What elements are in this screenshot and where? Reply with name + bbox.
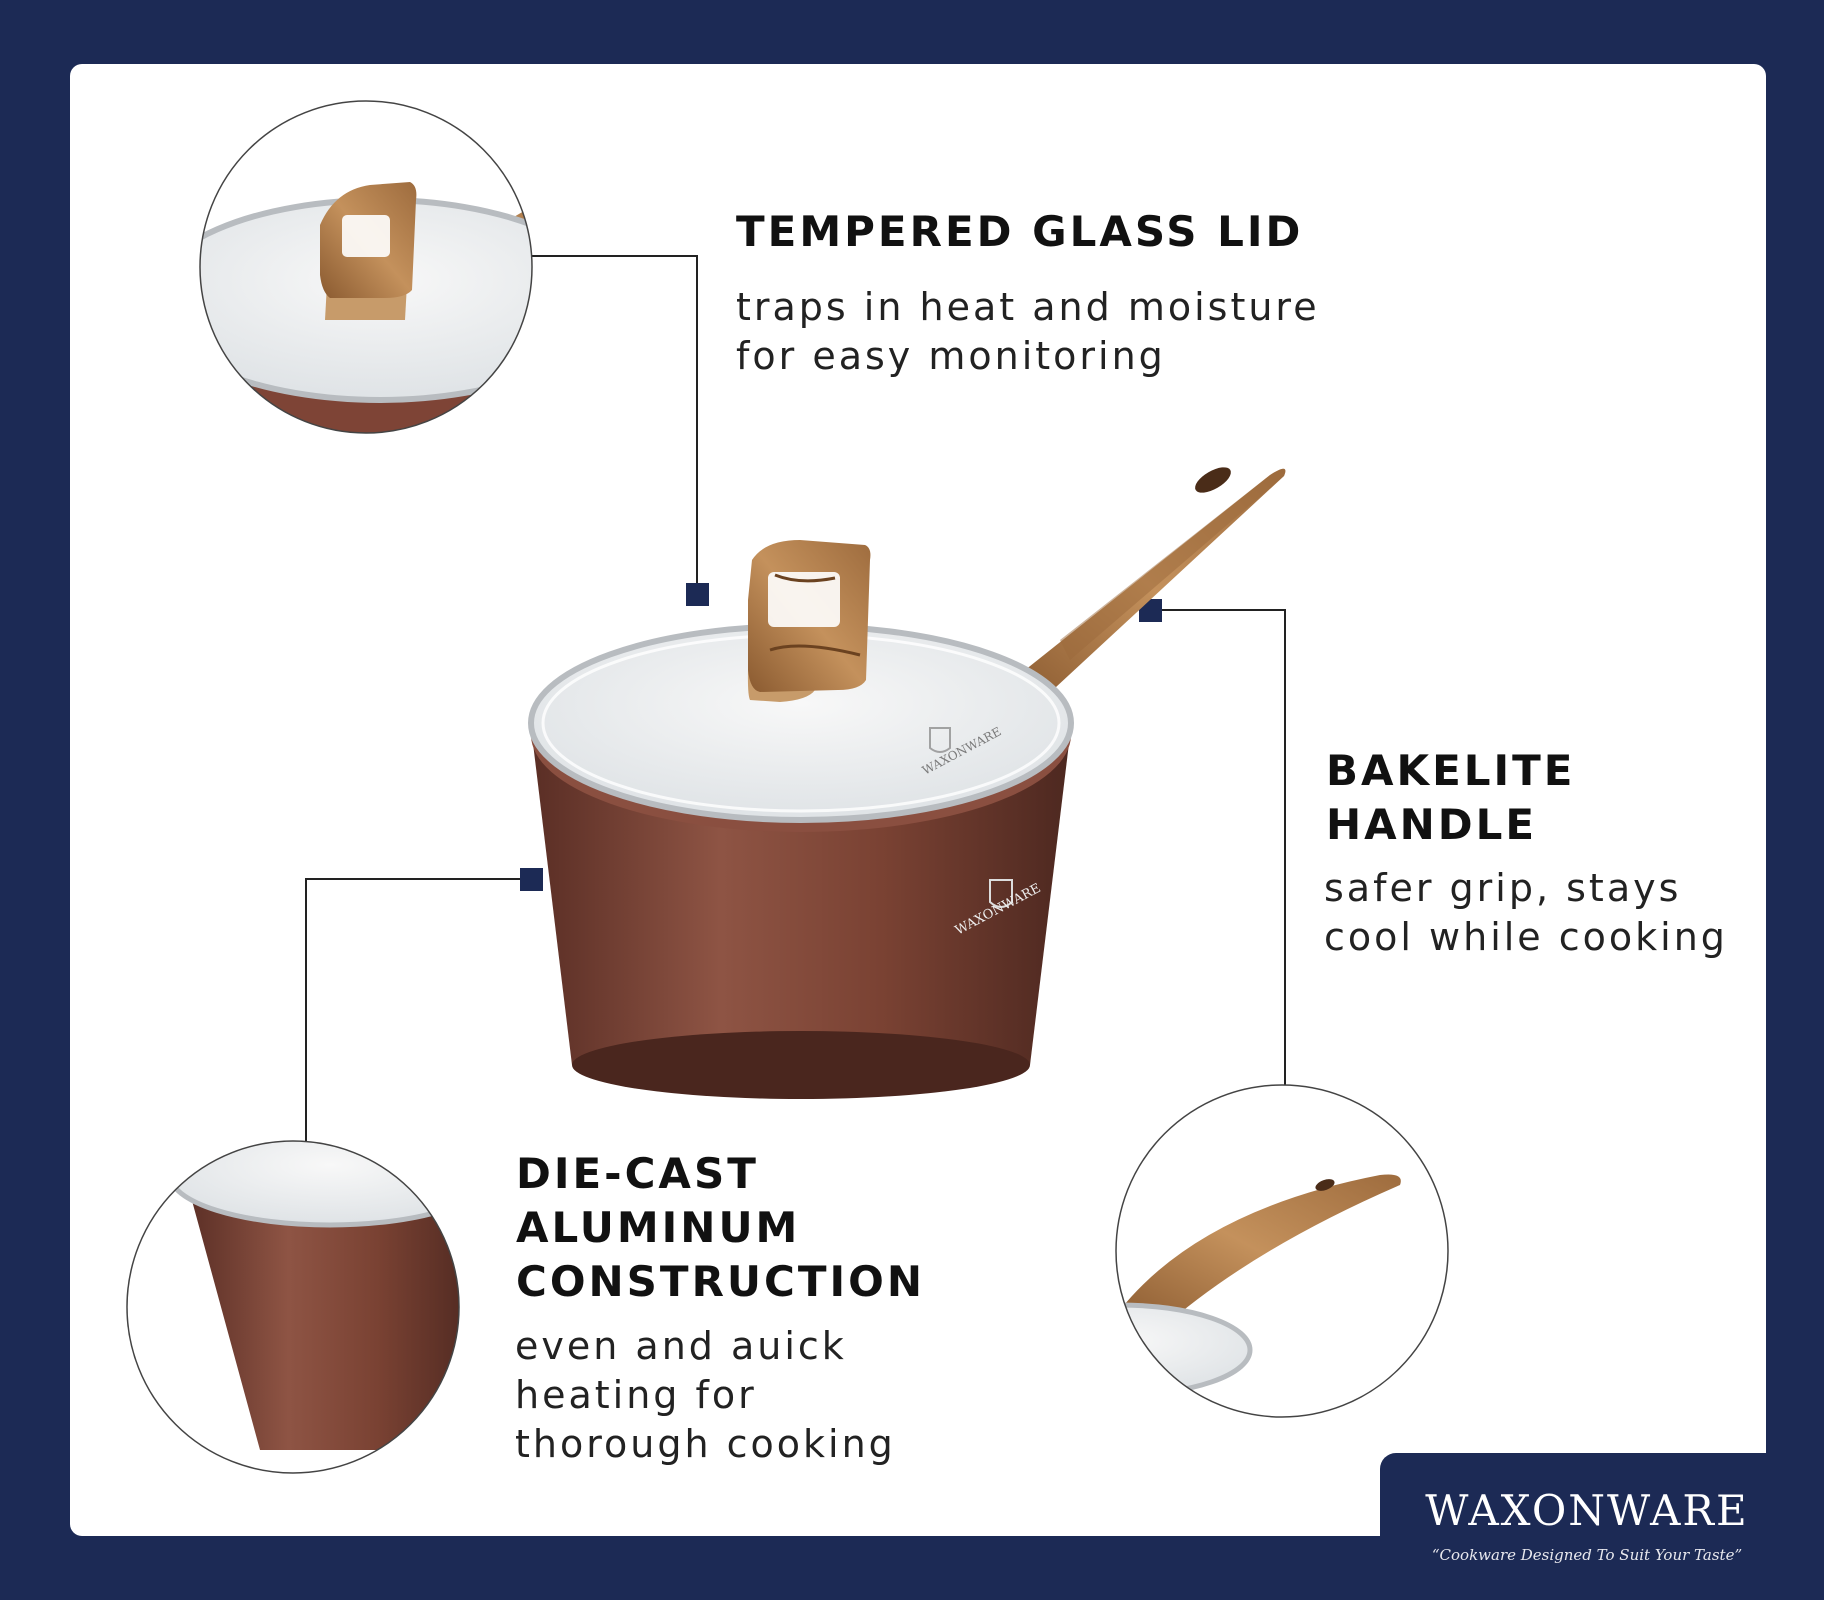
saucepan-body: [532, 735, 1070, 1095]
body-title: DIE-CAST ALUMINUM CONSTRUCTION: [516, 1149, 925, 1306]
handle-description: safer grip, stays cool while cooking: [1324, 866, 1728, 959]
main-saucepan: WAXONWARE WAXONWARE: [528, 467, 1286, 1099]
body-detail-circle: [126, 1140, 460, 1474]
body-description: even and auick heating for thorough cook…: [515, 1324, 896, 1466]
connector-lines: [305, 255, 1286, 1143]
lid-connector-marker: [686, 583, 709, 606]
lid-detail-circle: [199, 100, 533, 434]
brand-tagline: “Cookware Designed To Suit Your Taste”: [1431, 1546, 1743, 1564]
lid-knob: [747, 540, 871, 702]
chef-crest-logo: [929, 727, 951, 753]
lid-description: traps in heat and moisture for easy moni…: [736, 285, 1320, 378]
body-crest-logo: [989, 879, 1013, 908]
handle-connector-line: [1150, 609, 1286, 1085]
handle-detail-circle: [1115, 1084, 1449, 1418]
handle-title: BAKELITE HANDLE: [1326, 746, 1576, 849]
body-connector-line: [305, 878, 531, 1143]
lid-connector-line: [530, 255, 698, 594]
brand-logo-text: WAXONWARE: [1425, 1486, 1749, 1535]
brand-badge: [1380, 1453, 1766, 1600]
body-connector-marker: [520, 868, 543, 891]
lid-title: TEMPERED GLASS LID: [736, 207, 1304, 256]
